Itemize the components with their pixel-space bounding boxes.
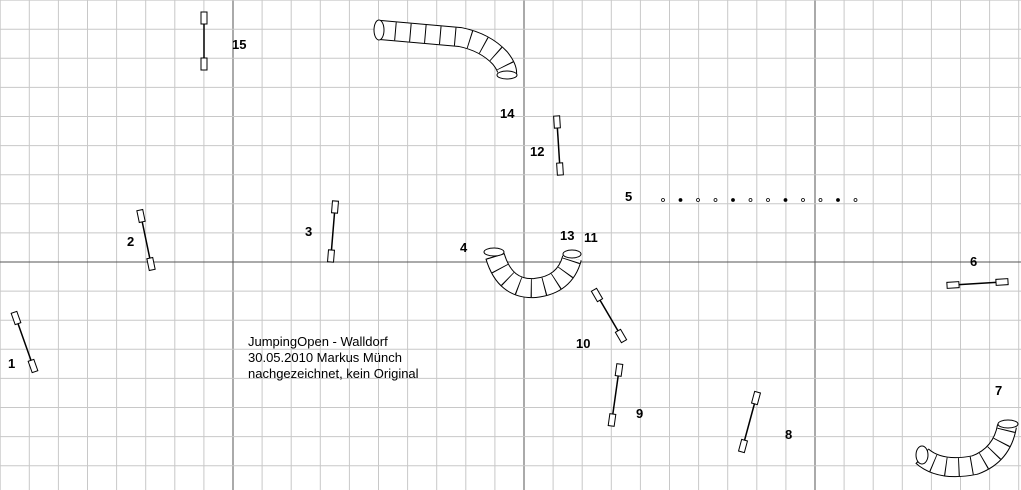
- weave-pole: [748, 198, 753, 202]
- number-4: 4: [460, 240, 468, 255]
- note-date-author: 30.05.2010 Markus Münch: [248, 350, 402, 365]
- note-remark: nachgezeichnet, kein Original: [248, 366, 419, 381]
- tunnel-7: [915, 419, 1019, 478]
- jump-6: [946, 278, 1009, 289]
- jump-12: [553, 115, 564, 176]
- number-10: 10: [576, 336, 590, 351]
- number-13: 13: [560, 228, 574, 243]
- jump-wing: [737, 438, 749, 454]
- weave-pole: [801, 198, 805, 202]
- jump-wing: [614, 328, 628, 344]
- jump-wing: [146, 256, 156, 272]
- number-3: 3: [305, 224, 312, 239]
- jump-wing: [330, 200, 340, 214]
- number-6: 6: [970, 254, 977, 269]
- jump-8: [737, 390, 762, 454]
- tunnel-4-13: [483, 247, 582, 299]
- jump-wing: [136, 208, 146, 224]
- jump-wing: [556, 162, 564, 176]
- jump-wing: [10, 310, 22, 326]
- note-title: JumpingOpen - Walldorf: [248, 334, 388, 349]
- jumps: [10, 11, 1009, 454]
- jump-2: [136, 208, 156, 272]
- jump-wing: [946, 281, 960, 289]
- jump-10: [590, 287, 628, 344]
- jump-9: [607, 363, 624, 427]
- number-2: 2: [127, 234, 134, 249]
- jump-wing: [614, 363, 624, 377]
- jump-1: [10, 310, 39, 374]
- weave-pole: [766, 198, 770, 202]
- jump-15: [200, 11, 208, 71]
- jump-wing: [607, 413, 617, 427]
- weave-pole: [836, 198, 840, 202]
- number-9: 9: [636, 406, 643, 421]
- number-7: 7: [995, 383, 1002, 398]
- number-1: 1: [8, 356, 15, 371]
- number-14: 14: [500, 106, 515, 121]
- number-15: 15: [232, 37, 246, 52]
- jump-wing: [750, 390, 762, 406]
- jump-wing: [200, 57, 208, 71]
- jump-wing: [553, 115, 561, 129]
- jump-wing: [27, 358, 39, 374]
- weave-pole: [696, 198, 700, 202]
- jump-wing: [590, 287, 604, 303]
- number-12: 12: [530, 144, 544, 159]
- number-8: 8: [785, 427, 792, 442]
- course-note: JumpingOpen - Walldorf 30.05.2010 Markus…: [248, 334, 419, 382]
- tunnel-14-15: [373, 19, 518, 80]
- weave-pole: [783, 198, 788, 202]
- jump-wing: [995, 278, 1009, 286]
- weave-pole: [818, 198, 823, 202]
- weave-pole: [713, 198, 718, 202]
- weave-pole: [853, 198, 858, 202]
- number-11: 11: [584, 230, 598, 245]
- weave-pole: [731, 198, 735, 202]
- weave-pole: [661, 198, 665, 202]
- weave-pole: [678, 198, 683, 202]
- weave-poles-5: [661, 198, 858, 202]
- number-5: 5: [625, 189, 632, 204]
- jump-wing: [326, 249, 336, 263]
- jump-wing: [200, 11, 208, 25]
- jump-3: [326, 200, 340, 263]
